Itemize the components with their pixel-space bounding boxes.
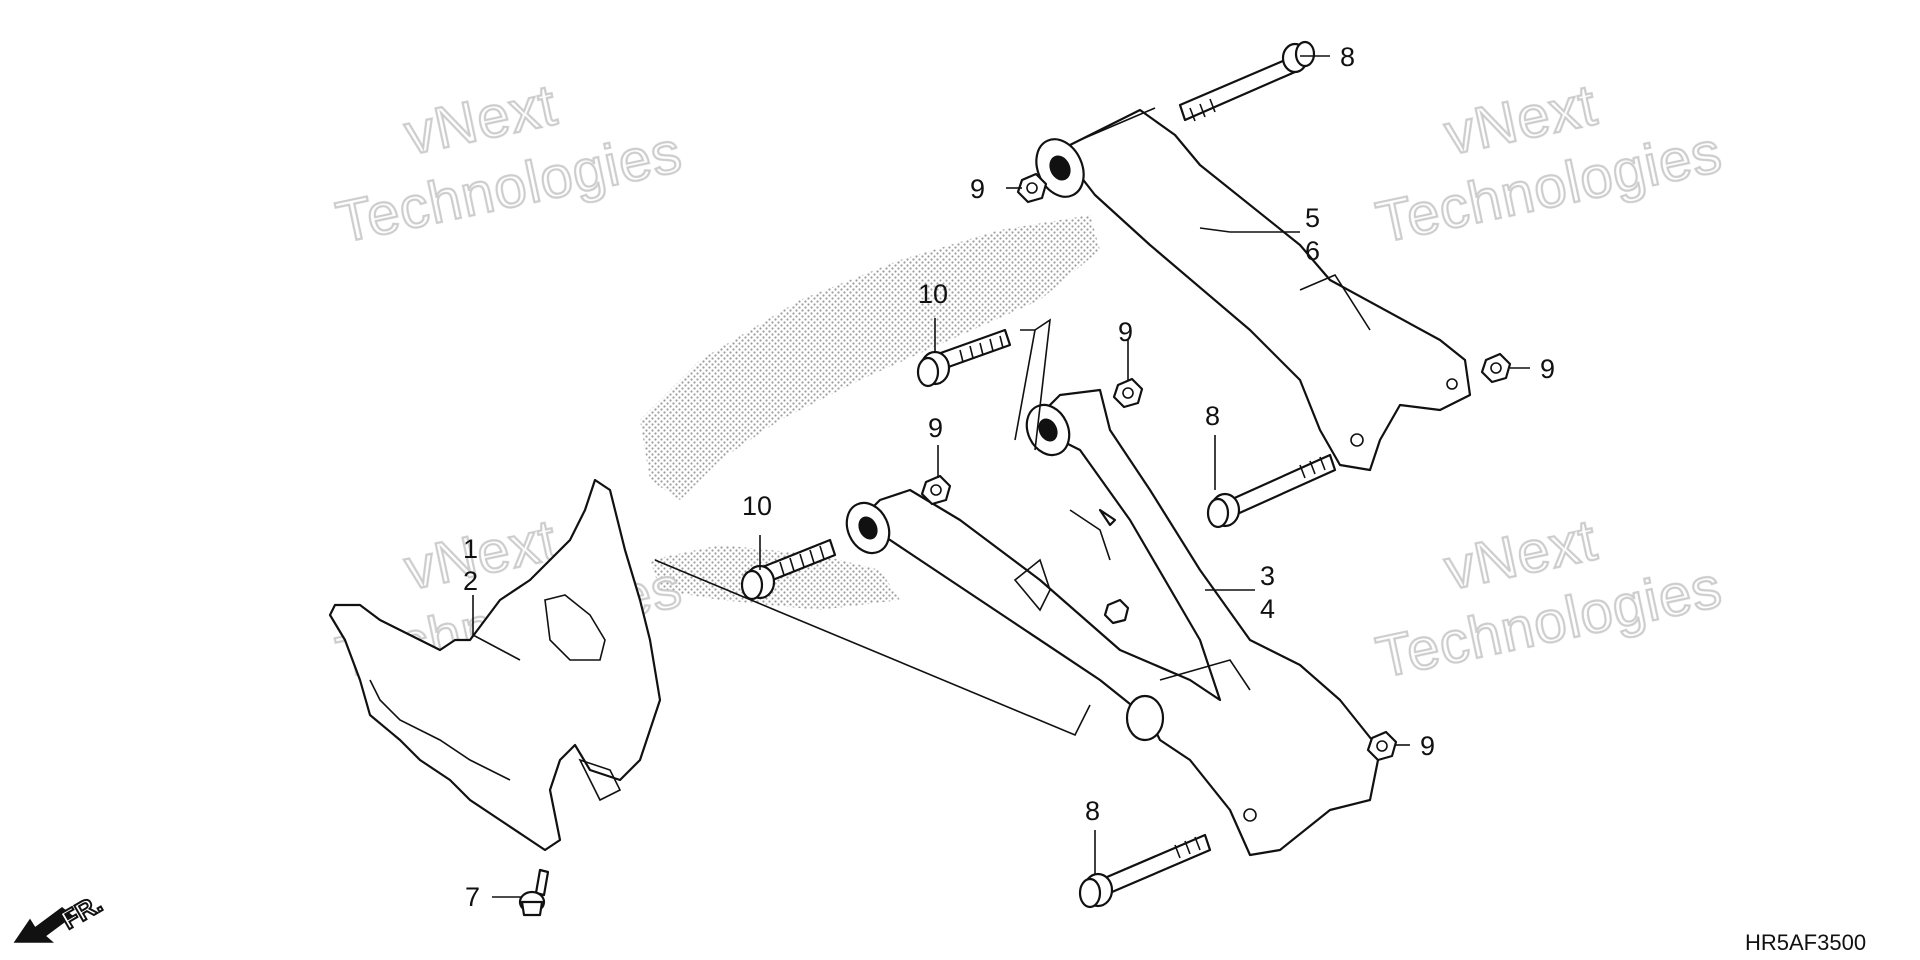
bolt-10-lower (740, 538, 837, 601)
callout-2: 2 (463, 566, 478, 596)
diagram-code: HR5AF3500 (1745, 930, 1866, 955)
guard-plate-part (328, 478, 662, 852)
nut-9-e (1366, 730, 1398, 762)
screw-7 (518, 868, 550, 917)
nut-9-a (1016, 172, 1048, 204)
callout-8: 8 (1085, 796, 1100, 826)
bolt-8-bottom (1078, 833, 1212, 909)
callout-1: 1 (463, 534, 478, 564)
nut-9-d (1480, 352, 1512, 384)
nut-small (1103, 598, 1130, 625)
bolt-10-upper (916, 328, 1012, 388)
nut-9-group (920, 172, 1512, 762)
callouts: 8 9 5 6 10 9 9 9 8 10 3 4 1 2 9 8 7 (463, 42, 1555, 912)
callout-9: 9 (928, 413, 943, 443)
callout-6: 6 (1305, 236, 1320, 266)
reference-lines (654, 318, 1091, 737)
callout-4: 4 (1260, 594, 1275, 624)
front-direction-indicator: FR. (13, 887, 108, 943)
nut-9-b (1112, 377, 1144, 409)
callout-9: 9 (1420, 731, 1435, 761)
upper-arm-part (1035, 107, 1472, 472)
callout-5: 5 (1305, 203, 1320, 233)
callout-10: 10 (742, 491, 772, 521)
callout-7: 7 (465, 882, 480, 912)
front-arrow-icon (13, 907, 74, 943)
nut-9-c (920, 474, 952, 506)
front-label: FR. (56, 888, 107, 935)
bolt-8-top (1178, 40, 1316, 122)
lower-arm-part (845, 388, 1382, 857)
callout-8: 8 (1205, 401, 1220, 431)
callout-leaders (472, 55, 1530, 898)
callout-9: 9 (970, 174, 985, 204)
bolt-8-middle (1206, 453, 1337, 529)
callout-9: 9 (1540, 354, 1555, 384)
callout-8: 8 (1340, 42, 1355, 72)
callout-9: 9 (1118, 317, 1133, 347)
callout-10: 10 (918, 279, 948, 309)
callout-3: 3 (1260, 561, 1275, 591)
